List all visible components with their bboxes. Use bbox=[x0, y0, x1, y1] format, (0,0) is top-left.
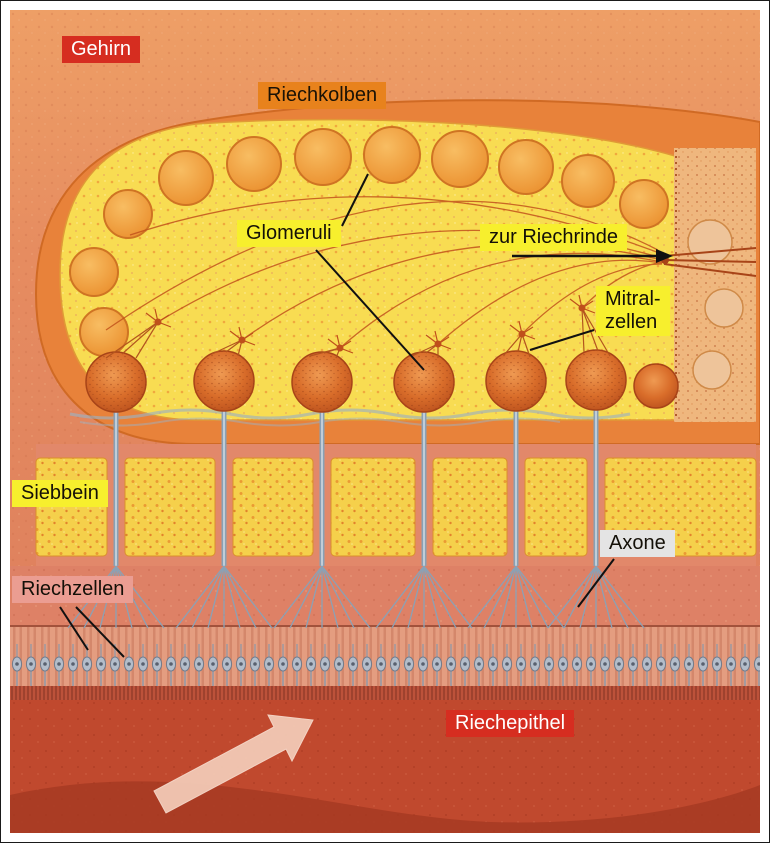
olfactory-epithelium bbox=[10, 625, 760, 702]
riechrinde-arrow bbox=[512, 249, 673, 263]
glomeruli-spheres bbox=[85, 349, 679, 413]
leader-glomeruli-bottom bbox=[315, 249, 425, 371]
glomeruli-circles bbox=[69, 126, 669, 357]
label-axone: Axone bbox=[600, 530, 675, 557]
label-mitralzellen-line2: zellen bbox=[605, 311, 658, 333]
label-riechkolben: Riechkolben bbox=[258, 82, 387, 109]
label-mitralzellen-line1: Mitral- bbox=[605, 288, 661, 310]
leader-mitralzellen bbox=[529, 329, 595, 351]
leader-lines bbox=[59, 173, 615, 658]
leader-axone bbox=[577, 558, 615, 608]
leader-riechzellen-1 bbox=[59, 606, 89, 651]
nasal-cavity bbox=[10, 700, 760, 833]
lamina-propria bbox=[10, 566, 760, 628]
label-glomeruli: Glomeruli bbox=[237, 220, 341, 247]
leader-riechzellen-2 bbox=[75, 606, 125, 658]
diagram-canvas: Gehirn Riechkolben Glomeruli zur Riechri… bbox=[10, 10, 760, 833]
olfactory-tract-lines bbox=[661, 247, 757, 277]
label-zur-riechrinde: zur Riechrinde bbox=[480, 224, 627, 251]
airflow-arrow bbox=[153, 714, 314, 814]
label-riechepithel: Riechepithel bbox=[446, 710, 575, 737]
olfactory-diagram-art bbox=[10, 10, 760, 833]
label-mitralzellen: Mitral- zellen bbox=[596, 286, 670, 336]
label-siebbein: Siebbein bbox=[12, 480, 108, 507]
cilia-fringe bbox=[10, 686, 760, 702]
label-riechzellen: Riechzellen bbox=[12, 576, 134, 603]
bulb-cut-face bbox=[674, 148, 756, 422]
leader-glomeruli-top bbox=[341, 173, 369, 227]
olfactory-bulb-interior bbox=[59, 118, 676, 421]
label-gehirn: Gehirn bbox=[62, 36, 141, 63]
